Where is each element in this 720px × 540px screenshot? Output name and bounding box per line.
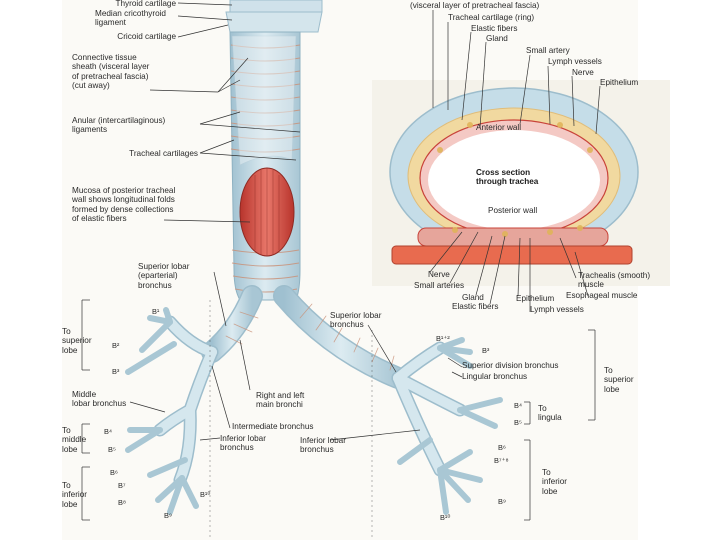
code-r-b4: B⁴	[104, 427, 112, 436]
code-r-b9: B⁹	[164, 511, 172, 520]
tracheal-lumen	[428, 130, 600, 230]
label-cs-title: Cross section through trachea	[476, 168, 539, 187]
label-cs-anterior-wall: Anterior wall	[476, 123, 522, 132]
label-cs-tracheal-ring: Tracheal cartilage (ring)	[448, 13, 535, 22]
label-cs-lymph-vessels-bottom: Lymph vessels	[530, 305, 584, 314]
label-lingular-bronchus: Lingular bronchus	[462, 372, 528, 381]
thyroid-cartilage-stub	[229, 0, 323, 13]
label-anular-ligaments: Anular (intercartilaginous) ligaments	[72, 116, 166, 135]
label-cs-epithelium: Epithelium	[600, 78, 639, 87]
code-l-b6: B⁶	[498, 443, 506, 452]
label-cs-lymph-vessels: Lymph vessels	[548, 57, 602, 66]
label-cs-small-artery: Small artery	[526, 46, 570, 55]
code-l-b3: B³	[482, 346, 490, 355]
label-inferior-lobar-bronchus-left: Inferior lobar bronchus	[300, 436, 346, 455]
label-inferior-lobar-bronchus-right: Inferior lobar bronchus	[220, 434, 266, 453]
label-to-superior-lobe-left-lung: To superior lobe	[604, 366, 634, 394]
code-r-b5: B⁵	[108, 445, 116, 454]
label-thyroid-cartilage: Thyroid cartilage	[115, 0, 176, 8]
label-middle-lobar-bronchus: Middle lobar bronchus	[72, 390, 127, 409]
label-cs-nerve-bottom: Nerve	[428, 270, 450, 279]
code-r-b6: B⁶	[110, 468, 118, 477]
label-to-lingula: To lingula	[538, 404, 562, 423]
label-cricoid-cartilage: Cricoid cartilage	[117, 32, 176, 41]
trachea	[225, 0, 323, 301]
cricoid-cartilage	[225, 11, 323, 33]
code-r-b8: B⁸	[118, 498, 126, 507]
label-to-superior-lobe-right-lung: To superior lobe	[62, 327, 92, 355]
label-tracheal-cartilages: Tracheal cartilages	[129, 149, 198, 158]
code-l-b10: B¹⁰	[440, 513, 450, 522]
code-r-b7: B⁷	[118, 481, 126, 490]
code-l-b4: B⁴	[514, 401, 522, 410]
code-r-b2: B²	[112, 341, 120, 350]
connective-sheath-flap	[231, 35, 297, 166]
code-r-b10: B¹⁰	[200, 490, 210, 499]
label-cs-epithelium-bottom: Epithelium	[516, 294, 555, 303]
esophageal-muscle	[391, 245, 633, 265]
code-l-b5: B⁵	[514, 418, 522, 427]
cross-section-diagram	[372, 80, 670, 286]
code-l-b12: B¹⁺²	[436, 334, 450, 343]
label-cs-nerve: Nerve	[572, 68, 594, 77]
code-r-b3: B³	[112, 367, 120, 376]
label-cs-esophageal-muscle: Esophageal muscle	[566, 291, 638, 300]
label-to-middle-lobe: To middle lobe	[62, 426, 87, 454]
label-median-cricothyroid-ligament: Median cricothyroid ligament	[95, 9, 166, 28]
label-cs-gland-bottom: Gland	[462, 293, 484, 302]
code-r-b1: B¹	[152, 307, 160, 316]
label-cs-elastic-fibers-bottom: Elastic fibers	[452, 302, 499, 311]
segment-codes: B¹ B² B³ B⁴ B⁵ B⁶ B⁷ B⁸ B⁹ B¹⁰ B¹⁺² B³ B…	[104, 307, 522, 522]
label-connective-tissue-sheath: Connective tissue sheath (visceral layer…	[72, 53, 150, 91]
label-to-inferior-lobe-right-lung: To inferior lobe	[62, 481, 88, 509]
label-cs-gland: Gland	[486, 34, 508, 43]
label-intermediate-bronchus: Intermediate bronchus	[232, 422, 314, 431]
label-cs-elastic-fibers: Elastic fibers	[471, 24, 518, 33]
label-cs-trachealis-muscle: Trachealis (smooth) muscle	[578, 271, 651, 290]
label-right-left-main-bronchi: Right and left main bronchi	[256, 391, 305, 410]
leader-lines	[81, 2, 601, 540]
label-superior-lobar-eparterial-bronchus: Superior lobar (eparterial) bronchus	[138, 262, 190, 290]
label-cs-small-arteries: Small arteries	[414, 281, 465, 290]
code-l-b78: B⁷⁺⁸	[494, 456, 509, 465]
label-to-inferior-lobe-left-lung: To inferior lobe	[542, 468, 568, 496]
label-cs-fascia: (visceral layer of pretracheal fascia)	[410, 1, 540, 10]
label-superior-lobar-bronchus-left: Superior lobar bronchus	[330, 311, 382, 330]
label-mucosa-posterior-wall: Mucosa of posterior tracheal wall shows …	[72, 186, 176, 224]
code-l-b9: B⁹	[498, 497, 506, 506]
label-superior-division-bronchus: Superior division bronchus	[462, 361, 559, 370]
label-cs-posterior-wall: Posterior wall	[488, 206, 538, 215]
